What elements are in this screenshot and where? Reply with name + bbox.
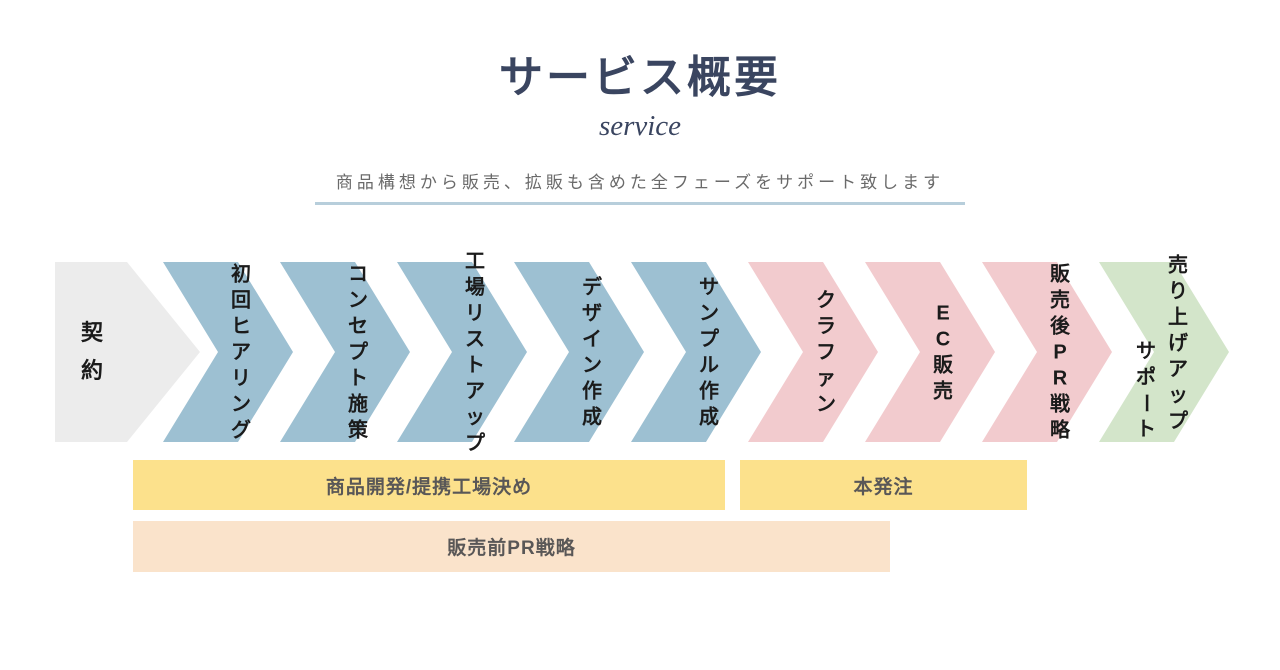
step-label-first-hearing: 初回ヒアリング xyxy=(231,263,251,441)
step-label-sample: サンプル作成 xyxy=(699,276,719,428)
phase-bar-pre-sale-pr: 販売前PR戦略 xyxy=(133,521,890,572)
phase-bar-label: 本発注 xyxy=(853,476,914,498)
chevron-arrow-shape xyxy=(163,262,293,442)
chevron-arrow-shape xyxy=(514,262,644,442)
phase-bar-label: 商品開発/提携工場決め xyxy=(325,476,533,498)
phase-bar-product-development: 商品開発/提携工場決め xyxy=(133,460,725,510)
chevron-arrow-shape xyxy=(397,262,527,442)
phase-bar-label: 販売前PR戦略 xyxy=(447,538,576,559)
description-text: 商品構想から販売、拡販も含めた全フェーズをサポート致します xyxy=(335,173,945,192)
step-label-concept: コンセプト施策 xyxy=(348,263,368,441)
flow-step-sample: サンプル作成 xyxy=(631,262,761,442)
step-label-sales-up: 売り上げアップ xyxy=(1168,254,1188,432)
flow-step-factory-listup: 工場リストアップ xyxy=(397,251,527,453)
flow-step-design: デザイン作成 xyxy=(514,262,644,442)
description-underline xyxy=(315,202,965,205)
phase-bar-main-order: 本発注 xyxy=(740,460,1027,510)
step-label-support: サポート xyxy=(1135,340,1157,440)
chevron-arrow-shape xyxy=(748,262,878,442)
chevron-arrow-shape xyxy=(865,262,995,442)
flow-step-crowdfunding: クラファン xyxy=(748,262,878,442)
step-label-contract: 契約 xyxy=(80,320,104,383)
flow-step-sales-up-support: 売り上げアップ サポート xyxy=(1099,255,1229,442)
chevron-arrow-shape xyxy=(982,262,1112,442)
chevron-arrow-shape xyxy=(1099,262,1229,442)
flow-step-first-hearing: 初回ヒアリング xyxy=(163,262,293,442)
flow-step-contract: 契約 xyxy=(55,262,200,442)
page-subtitle: service xyxy=(598,110,682,142)
flow-step-concept: コンセプト施策 xyxy=(280,262,410,442)
step-label-crowdfunding: クラファン xyxy=(816,289,836,415)
step-label-design: デザイン作成 xyxy=(582,276,602,428)
pentagon-arrow-shape xyxy=(55,262,200,442)
step-label-factory-listup: 工場リストアップ xyxy=(465,250,485,454)
page-title: サービス概要 xyxy=(499,53,781,102)
chevron-arrow-shape xyxy=(631,262,761,442)
chevron-arrow-shape xyxy=(280,262,410,442)
